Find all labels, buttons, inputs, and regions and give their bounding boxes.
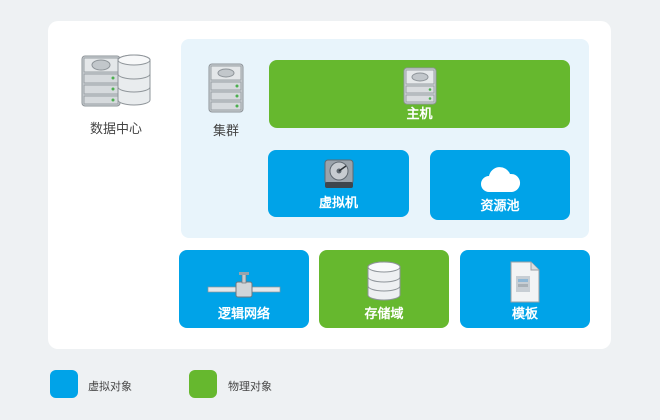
server-database-icon xyxy=(78,54,154,116)
vm-disk-icon xyxy=(322,158,356,194)
template-tile[interactable]: 模板 xyxy=(460,250,590,328)
resource-pool-tile[interactable]: 资源池 xyxy=(430,150,570,220)
storage-domain-tile[interactable]: 存储域 xyxy=(319,250,449,328)
logical-network-tile[interactable]: 逻辑网络 xyxy=(179,250,309,328)
network-pipe-icon xyxy=(206,272,282,302)
logical-network-label: 逻辑网络 xyxy=(217,307,270,322)
legend-physical-label: 物理对象 xyxy=(228,380,272,393)
resource-pool-label: 资源池 xyxy=(480,199,520,214)
database-icon xyxy=(366,260,402,306)
vm-tile[interactable]: 虚拟机 xyxy=(268,150,409,217)
legend-physical-swatch xyxy=(189,370,217,398)
template-label: 模板 xyxy=(511,307,538,322)
host-server-icon xyxy=(402,66,438,110)
legend-virtual-label: 虚拟对象 xyxy=(88,380,132,393)
host-label: 主机 xyxy=(406,107,433,122)
cluster-node[interactable]: 集群 xyxy=(203,62,249,139)
storage-domain-label: 存储域 xyxy=(364,307,404,322)
server-stack-icon xyxy=(206,63,246,118)
host-tile[interactable]: 主机 xyxy=(269,60,570,128)
vm-label: 虚拟机 xyxy=(318,196,358,211)
cluster-label: 集群 xyxy=(212,124,239,139)
cloud-icon xyxy=(479,166,521,198)
datacenter-label: 数据中心 xyxy=(89,122,142,137)
datacenter-node[interactable]: 数据中心 xyxy=(78,50,154,137)
legend-virtual-swatch xyxy=(50,370,78,398)
template-document-icon xyxy=(509,260,541,308)
